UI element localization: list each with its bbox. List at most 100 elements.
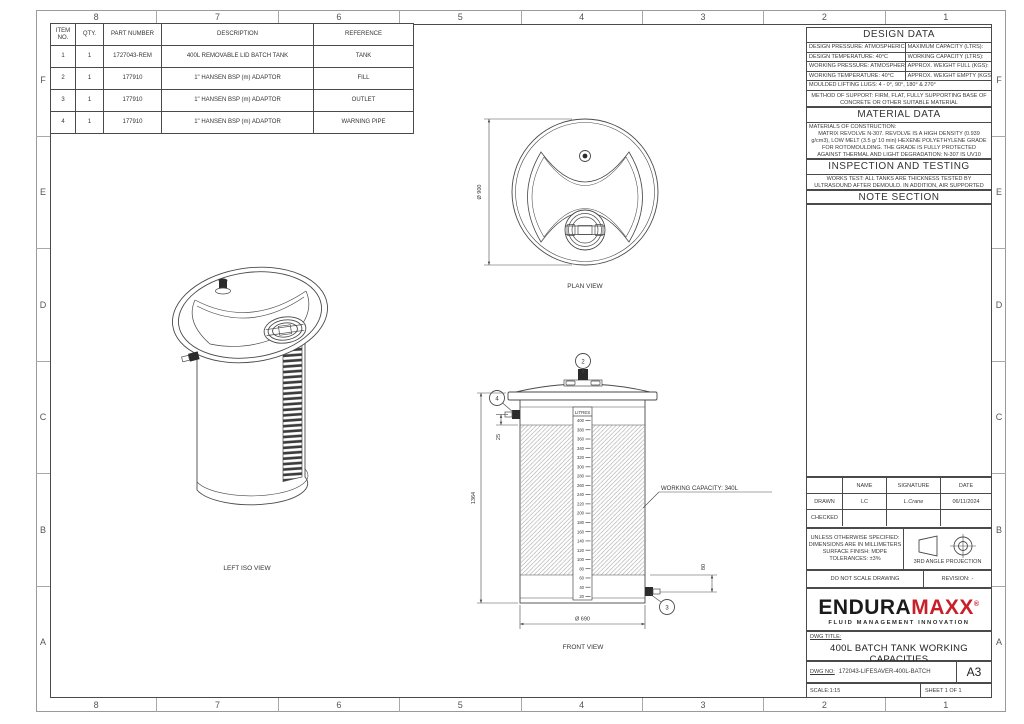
- spec-line-1: UNLESS OTHERWISE SPECIFIED:: [810, 535, 900, 541]
- logo-registered-mark: ®: [973, 600, 980, 608]
- logo-maxx: MAXX: [911, 595, 974, 619]
- spec-line-3: SURFACE FINISH: MDPE: [822, 549, 888, 555]
- parts-table-cell: 400L REMOVABLE LID BATCH TANK: [161, 45, 314, 68]
- zone-label: 4: [522, 10, 643, 24]
- plan-view-drawing: Ø 900 PLAN VIEW: [477, 118, 659, 290]
- zone-label: 2: [764, 698, 886, 712]
- zone-label: 7: [157, 10, 279, 24]
- iso-tank-bottom-seam: [196, 468, 309, 497]
- no-scale-text: DO NOT SCALE DRAWING: [807, 571, 924, 587]
- working-capacity-annotation: WORKING CAPACITY: 340L: [642, 486, 772, 509]
- spec-line-2: DIMENSIONS ARE IN MILLIMETERS: [808, 542, 902, 548]
- front-view-label: FRONT VIEW: [563, 644, 605, 651]
- litres-scale: 4003803603403203002802602402202001801601…: [577, 418, 591, 599]
- litres-tick-label: 340: [577, 446, 585, 451]
- front-height-dimension: 1364: [471, 392, 518, 604]
- logo-endura: ENDURA: [818, 595, 912, 619]
- plan-diameter-text: Ø 900: [477, 185, 483, 200]
- plan-view-label: PLAN VIEW: [567, 283, 603, 290]
- parts-header-item: ITEM NO.: [50, 23, 76, 46]
- lifting-lugs-note: MOULDED LIFTING LUGS: 4 - 0°, 90°, 180° …: [807, 81, 991, 91]
- iso-lid-recess-right: [302, 290, 310, 324]
- litres-tick-label: 240: [577, 492, 585, 497]
- drawing-views-canvas: LEFT ISO VIEW: [172, 118, 772, 651]
- parts-table-cell: 1: [50, 45, 76, 68]
- zone-label: F: [992, 24, 1006, 137]
- iso-view-label: LEFT ISO VIEW: [223, 565, 271, 572]
- zone-label: 6: [279, 10, 401, 24]
- front-litres-column: [572, 406, 593, 601]
- front-outlet: [645, 587, 653, 596]
- zone-label: D: [36, 249, 50, 362]
- zone-label: 4: [522, 698, 643, 712]
- scale-value: SCALE:1:15: [807, 684, 921, 697]
- approval-signature-header: SIGNATURE: [887, 478, 941, 494]
- litres-tick-label: 360: [577, 437, 585, 442]
- front-top-offset-dimension: 25: [496, 414, 518, 440]
- litres-tick-label: 200: [577, 511, 585, 516]
- litres-tick-label: 100: [577, 557, 585, 562]
- front-view-drawing: LITRES 400380360340320300280260240220200…: [471, 353, 772, 651]
- tolerance-block: UNLESS OTHERWISE SPECIFIED: DIMENSIONS A…: [806, 528, 992, 570]
- iso-tank-body: [196, 338, 309, 506]
- parts-table-cell: 1" HANSEN BSP (m) ADAPTOR: [161, 111, 314, 134]
- parts-table-cell: 1: [75, 89, 104, 112]
- litres-tick-label: 140: [577, 539, 585, 544]
- zone-label: E: [992, 137, 1006, 249]
- approval-name-header: NAME: [843, 478, 887, 494]
- parts-table-cell: 1" HANSEN BSP (m) ADAPTOR: [161, 89, 314, 112]
- drawn-name: LC: [843, 494, 887, 510]
- iso-view-drawing: LEFT ISO VIEW: [172, 266, 328, 572]
- parts-table-cell: 1: [75, 111, 104, 134]
- parts-header-reference: REFERENCE: [313, 23, 414, 46]
- parts-table-cell: 177910: [103, 89, 162, 112]
- litres-tick-label: 80: [579, 566, 584, 571]
- approval-date-header: DATE: [941, 478, 991, 494]
- litres-tick-label: 180: [577, 520, 585, 525]
- parts-table-header-row: ITEM NO. QTY. PART NUMBER DESCRIPTION RE…: [50, 23, 414, 46]
- litres-tick-label: 20: [579, 594, 584, 599]
- checked-name: [843, 510, 887, 526]
- working-temperature: WORKING TEMPERATURE: 40°C: [807, 71, 906, 80]
- front-outlet-tip: [652, 588, 661, 595]
- parts-header-qty: QTY.: [75, 23, 104, 46]
- zone-label: 3: [643, 10, 765, 24]
- working-capacity: WORKING CAPACITY (LTRS):: [907, 53, 984, 60]
- brand-tagline: FLUID MANAGEMENT INNOVATION: [828, 619, 970, 626]
- zone-label: 1: [943, 12, 949, 22]
- design-data-section: DESIGN DATA DESIGN PRESSURE: ATMOSPHERIC…: [806, 27, 992, 107]
- zone-label: 8: [36, 698, 158, 712]
- parts-table-cell: TANK: [313, 45, 414, 68]
- zone-label: E: [36, 137, 50, 249]
- plan-lid-recess: [527, 151, 643, 243]
- litres-tick-label: 120: [577, 548, 585, 553]
- parts-table-cell: 3: [50, 89, 76, 112]
- inspection-section: INSPECTION AND TESTING WORKS TEST: ALL T…: [806, 159, 992, 196]
- iso-screw-cap: [263, 316, 307, 344]
- balloon-outlet: 3: [649, 593, 675, 615]
- litres-tick-label: 40: [579, 585, 584, 590]
- support-note: METHOD OF SUPPORT: FIRM, FLAT, FULLY SUP…: [811, 92, 987, 106]
- parts-table-cell: 1: [75, 45, 104, 68]
- note-section-header: NOTE SECTION: [806, 190, 992, 204]
- iso-lid-recess-left: [191, 299, 211, 345]
- litres-tick-label: 160: [577, 529, 585, 534]
- zone-label: C: [36, 362, 50, 474]
- checked-date: [941, 510, 991, 526]
- zone-label: D: [992, 249, 1006, 362]
- parts-table-cell: 1727043-REM: [103, 45, 162, 68]
- zone-label: 7: [157, 698, 279, 712]
- front-fill-lug-right: [590, 380, 601, 386]
- balloon-fill: 2: [575, 353, 591, 373]
- scale-sheet-block: SCALE:1:15 SHEET 1 OF 1: [806, 683, 992, 698]
- front-lid-brim: [507, 391, 658, 401]
- front-fill-nozzle: [578, 369, 588, 380]
- iso-sight-gauge-strip: [282, 341, 303, 482]
- spec-line-4: TOLERANCES: ±3%: [829, 556, 881, 562]
- front-diameter-text: Ø 690: [575, 617, 590, 623]
- parts-table-cell: OUTLET: [313, 89, 414, 112]
- iso-lid-recess-upper-inner: [196, 296, 305, 319]
